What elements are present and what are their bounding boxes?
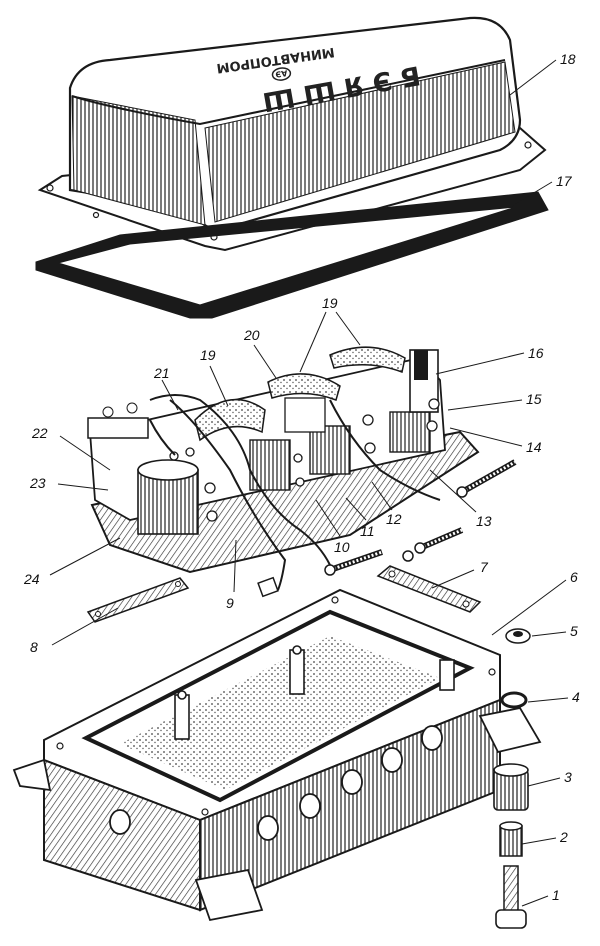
callout-16: 16	[528, 345, 544, 361]
housing-mounting-feet	[12, 706, 542, 922]
mounting-screws-base	[324, 459, 517, 576]
leader-lines	[49, 59, 569, 907]
wire-lug	[257, 550, 414, 598]
callout-23: 23	[29, 475, 46, 491]
cover-front-hatch	[204, 61, 516, 223]
callout-1: 1	[552, 887, 560, 903]
contact-screws	[169, 398, 440, 522]
callout-9: 9	[226, 595, 234, 611]
callout-18: 18	[560, 51, 576, 67]
callout-22: 22	[31, 425, 48, 441]
screw-1	[495, 865, 527, 929]
callout-21: 21	[153, 365, 170, 381]
callout-4: 4	[572, 689, 580, 705]
callout-5: 5	[570, 623, 578, 639]
armature-19b	[329, 346, 439, 413]
cover-logo-text: АЭ	[275, 68, 288, 79]
callout-2: 2	[559, 829, 568, 845]
contact-strip-8	[86, 577, 190, 623]
callout-labels: 1 2 3 4 5 6 7 8 9 10 11 12 13 14 15 16 1…	[23, 51, 580, 903]
nut-5	[505, 628, 531, 644]
washer-4	[500, 691, 528, 709]
relay-coil	[137, 459, 199, 535]
gasket	[35, 191, 549, 319]
callout-14: 14	[526, 439, 542, 455]
callout-19-top: 19	[322, 295, 338, 311]
callout-20: 20	[243, 327, 260, 343]
wiring-harness	[149, 394, 441, 591]
callout-8: 8	[30, 639, 38, 655]
cover-assembly: МИНАВТОПРОМ АЭ Б Э Я Ш Ш	[37, 16, 547, 252]
callout-10: 10	[334, 539, 350, 555]
callout-12: 12	[386, 511, 402, 527]
callout-7: 7	[480, 559, 489, 575]
cover-side-hatch	[71, 95, 206, 226]
housing-bosses	[174, 645, 455, 740]
housing-floor-shade	[120, 636, 440, 790]
callout-24: 24	[23, 571, 40, 587]
cover-top-edge	[71, 59, 506, 126]
housing-base	[12, 588, 542, 922]
callout-17: 17	[556, 173, 573, 189]
housing-cable-holes	[109, 725, 443, 841]
relay-base-assembly	[87, 346, 517, 598]
contact-strip-7	[376, 565, 482, 613]
callout-19-left: 19	[200, 347, 216, 363]
armature-20	[267, 373, 341, 433]
housing-flange-holes	[56, 596, 496, 816]
callout-15: 15	[526, 391, 542, 407]
callout-6: 6	[570, 569, 578, 585]
cover-logo-icon	[271, 67, 292, 81]
callout-3: 3	[564, 769, 572, 785]
sleeve-2	[499, 821, 523, 857]
callout-13: 13	[476, 513, 492, 529]
terminal-block-22	[87, 402, 149, 439]
callout-11: 11	[360, 523, 375, 539]
bushing-3	[493, 763, 529, 811]
